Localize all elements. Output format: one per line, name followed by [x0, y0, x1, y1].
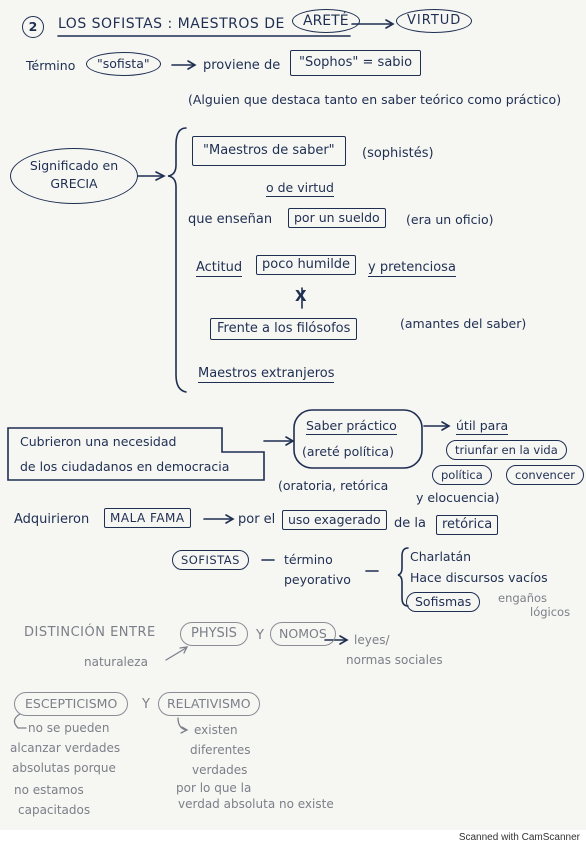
esc-rel-y: Y — [142, 697, 150, 712]
escepticismo-oval: ESCEPTICISMO — [14, 692, 129, 716]
proviene-text: proviene de — [203, 58, 281, 73]
convencer-pill: convencer — [506, 465, 584, 485]
relativismo-oval: RELATIVISMO — [158, 692, 260, 716]
oratoria-text: (oratoria, retórica — [278, 478, 389, 493]
arete-politica-text: (areté política) — [302, 444, 394, 459]
naturaleza-text: naturaleza — [84, 655, 148, 669]
arete-word: ARETÉ — [292, 9, 360, 33]
sophos-box: "Sophos" = sabio — [290, 50, 422, 76]
significado-label-1: Significado en — [29, 158, 119, 173]
necesidad-line-1: Cubrieron una necesidad — [20, 434, 177, 449]
por-el-text: por el — [238, 512, 276, 527]
rel-line-2: diferentes — [190, 743, 251, 757]
sofista-term: "sofista" — [86, 52, 161, 76]
rel-line-5: verdad absoluta no existe — [178, 797, 334, 811]
esc-line-1: no se pueden — [28, 721, 110, 735]
adquirieron-text: Adquirieron — [14, 512, 90, 527]
sofismas-pill: Sofismas — [406, 592, 481, 612]
page-title: LOS SOFISTAS : MAESTROS DE — [58, 16, 285, 32]
necesidad-line-2: de los ciudadanos en democracia — [20, 459, 230, 474]
actitud-text: Actitud — [196, 260, 243, 277]
distincion-label: DISTINCIÓN ENTRE — [24, 625, 156, 640]
esc-line-5: capacitados — [18, 803, 91, 817]
oficio-text: (era un oficio) — [406, 212, 494, 227]
charlatan-text: Charlatán — [410, 549, 472, 564]
triunfar-pill: triunfar en la vida — [446, 440, 567, 460]
de-la-text: de la — [394, 516, 426, 531]
rel-line-1: existen — [194, 723, 238, 737]
rel-line-3: verdades — [192, 763, 248, 777]
leyes-text: leyes/ — [354, 633, 390, 647]
termino-label: Término — [26, 58, 76, 73]
nomos-oval: NOMOS — [270, 622, 336, 646]
peyorativo-word: peyorativo — [284, 572, 351, 587]
physis-oval: PHYSIS — [180, 622, 248, 646]
retorica-box: retórica — [436, 515, 499, 535]
maestros-saber-box: "Maestros de saber" — [192, 136, 346, 166]
extranjeros-text: Maestros extranjeros — [198, 366, 335, 383]
significado-label-2: GRECIA — [50, 176, 98, 191]
normas-text: normas sociales — [346, 653, 443, 667]
politica-pill: política — [432, 465, 492, 485]
distincion-y: Y — [256, 628, 264, 643]
virtud-word: VIRTUD — [396, 9, 473, 33]
significado-oval: Significado en GRECIA — [10, 148, 138, 204]
mala-fama-box: MALA FAMA — [104, 508, 191, 528]
connector-lines — [7, 19, 451, 734]
esc-line-4: no estamos — [14, 783, 84, 797]
humilde-box: poco humilde — [256, 255, 357, 275]
amantes-text: (amantes del saber) — [400, 316, 527, 331]
esc-line-2: alcanzar verdades — [10, 741, 121, 755]
x-mark: X — [295, 287, 307, 305]
scanner-footer: Scanned with CamScanner — [0, 830, 586, 848]
sophistes-text: (sophistés) — [362, 146, 434, 161]
que-text: que enseñan — [188, 212, 273, 227]
sophos-definition: (Alguien que destaca tanto en saber teór… — [188, 92, 562, 107]
logicos-text: lógicos — [530, 605, 571, 619]
notebook-page: 2 LOS SOFISTAS : MAESTROS DE ARETÉ VIRTU… — [0, 0, 586, 830]
saber-practico-text: Saber práctico — [306, 418, 397, 435]
esc-line-3: absolutas porque — [12, 761, 116, 775]
scanner-watermark-text: Scanned with CamScanner — [458, 832, 580, 843]
frente-box: Frente a los filósofos — [210, 318, 358, 340]
rel-line-4: por lo que la — [176, 781, 252, 795]
sueldo-box: por un sueldo — [288, 208, 386, 228]
util-para-text: útil para — [456, 418, 509, 435]
uso-exagerado-box: uso exagerado — [282, 510, 387, 530]
elocuencia-text: y elocuencia) — [416, 490, 500, 505]
sofistas-pill: SOFISTAS — [172, 550, 249, 570]
enganos-text: engaños — [498, 591, 548, 605]
hace-discursos-text: Hace discursos vacíos — [410, 570, 548, 585]
o-de-virtud-text: o de virtud — [266, 180, 334, 197]
pretenciosa-text: y pretenciosa — [368, 260, 456, 277]
termino-word: término — [284, 552, 333, 567]
section-number-badge: 2 — [22, 16, 44, 38]
